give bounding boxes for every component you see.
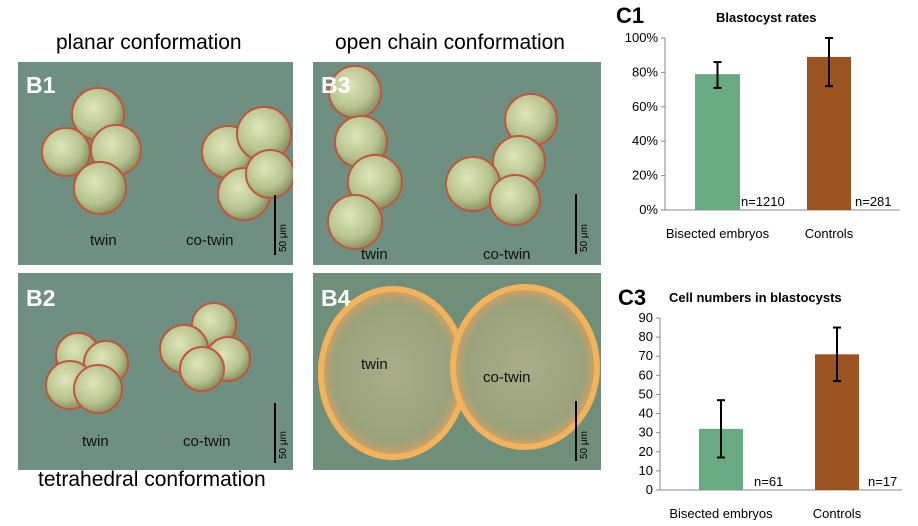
category-label: Bisected embryos xyxy=(669,506,773,520)
y-tick-label: 80% xyxy=(632,64,658,79)
n-label: n=1210 xyxy=(741,194,785,209)
scale-bar-b1 xyxy=(274,195,276,255)
twin-label-b4: twin xyxy=(361,356,388,373)
y-tick-label: 20 xyxy=(639,444,653,459)
scale-text-b4: 50 μm xyxy=(579,431,590,459)
category-label: Controls xyxy=(813,506,862,520)
y-tick-label: 0 xyxy=(646,482,653,497)
panel-label-b2: B2 xyxy=(26,285,56,311)
panel-label-b4: B4 xyxy=(321,285,351,311)
y-tick-label: 40 xyxy=(639,406,653,421)
scale-text-b3: 50 μm xyxy=(579,224,590,252)
n-label: n=17 xyxy=(868,474,897,489)
y-tick-label: 70 xyxy=(639,348,653,363)
chart-label-c3: C3 xyxy=(618,285,647,310)
category-label: Bisected embryos xyxy=(666,226,770,241)
y-tick-label: 20% xyxy=(632,168,658,183)
chart-label-c1: C1 xyxy=(616,3,645,28)
n-label: n=281 xyxy=(855,194,892,209)
category-label: Controls xyxy=(805,226,854,241)
scale-text-b2: 50 μm xyxy=(278,431,289,459)
panel-label-b3: B3 xyxy=(321,72,351,98)
y-tick-label: 90 xyxy=(639,310,653,325)
y-tick-label: 60 xyxy=(639,367,653,382)
scale-bar-b2 xyxy=(274,403,276,463)
blastocysts-b4 xyxy=(318,284,600,460)
caption-tetrahedral: tetrahedral conformation xyxy=(38,468,266,491)
micrograph-b1: B1 twin co-twin 50 μm xyxy=(18,62,293,265)
bar-bisected xyxy=(695,74,740,211)
micrograph-b4: B4 twin co-twin 50 μm xyxy=(313,273,601,470)
panel-label-b1: B1 xyxy=(26,72,56,98)
cotwin-label-b3: co-twin xyxy=(483,246,531,263)
twin-label-b2: twin xyxy=(82,433,109,450)
y-tick-label: 40% xyxy=(632,133,658,148)
micrograph-b2: B2 twin co-twin 50 μm xyxy=(18,273,293,470)
chart-title-c3: Cell numbers in blastocysts xyxy=(669,290,842,305)
caption-open-chain: open chain conformation xyxy=(335,31,565,54)
y-tick-label: 10 xyxy=(639,463,653,478)
y-tick-label: 100% xyxy=(625,30,659,45)
cells-b2 xyxy=(45,302,251,414)
scale-text-b1: 50 μm xyxy=(278,224,289,252)
y-tick-label: 30 xyxy=(639,425,653,440)
chart-title-c1: Blastocyst rates xyxy=(716,10,817,25)
scale-bar-b4 xyxy=(575,401,577,461)
scale-bar-b3 xyxy=(575,194,577,254)
caption-planar: planar conformation xyxy=(56,31,242,54)
cells-b1 xyxy=(41,87,293,221)
twin-label-b3: twin xyxy=(361,246,388,263)
cotwin-label-b2: co-twin xyxy=(183,433,231,450)
cells-b3 xyxy=(327,65,558,250)
y-tick-label: 80 xyxy=(639,329,653,344)
y-tick-label: 0% xyxy=(639,202,658,217)
cotwin-label-b4: co-twin xyxy=(483,369,531,386)
twin-label-b1: twin xyxy=(90,232,117,249)
micrograph-b3: B3 twin co-twin 50 μm xyxy=(313,62,601,265)
y-tick-label: 50 xyxy=(639,386,653,401)
cotwin-label-b1: co-twin xyxy=(186,232,234,249)
y-tick-label: 60% xyxy=(632,99,658,114)
n-label: n=61 xyxy=(754,474,783,489)
